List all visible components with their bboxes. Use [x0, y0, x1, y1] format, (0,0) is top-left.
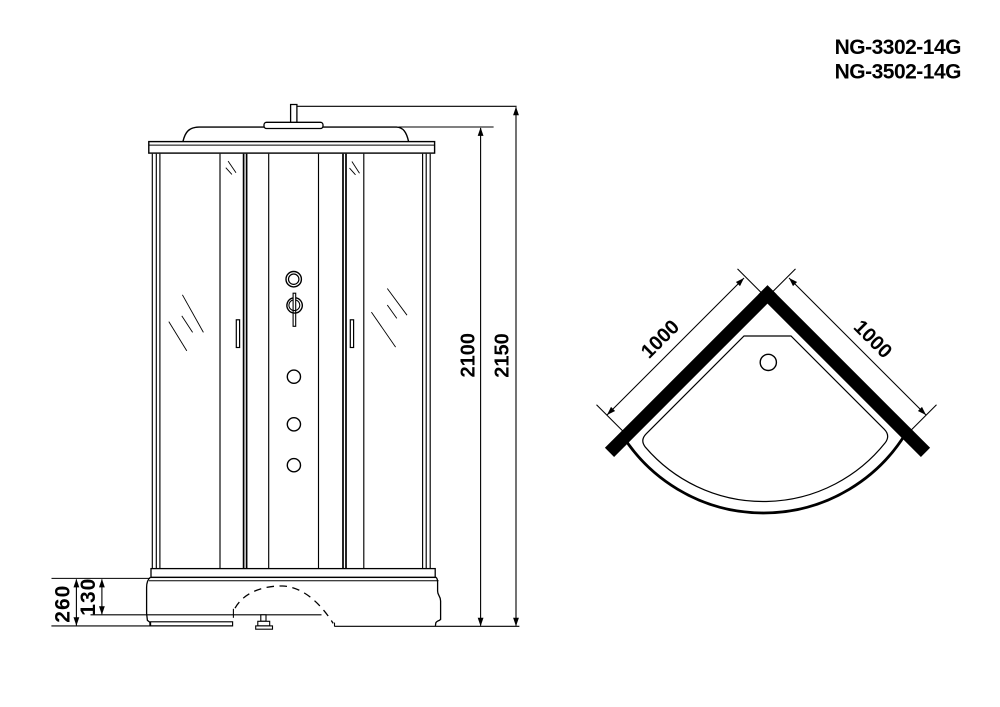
svg-text:2150: 2150: [491, 333, 513, 378]
svg-text:130: 130: [77, 578, 100, 616]
svg-text:260: 260: [52, 585, 75, 623]
svg-text:2100: 2100: [458, 333, 480, 378]
svg-text:NG-3502-14G: NG-3502-14G: [835, 60, 962, 83]
svg-text:NG-3302-14G: NG-3302-14G: [835, 36, 962, 59]
